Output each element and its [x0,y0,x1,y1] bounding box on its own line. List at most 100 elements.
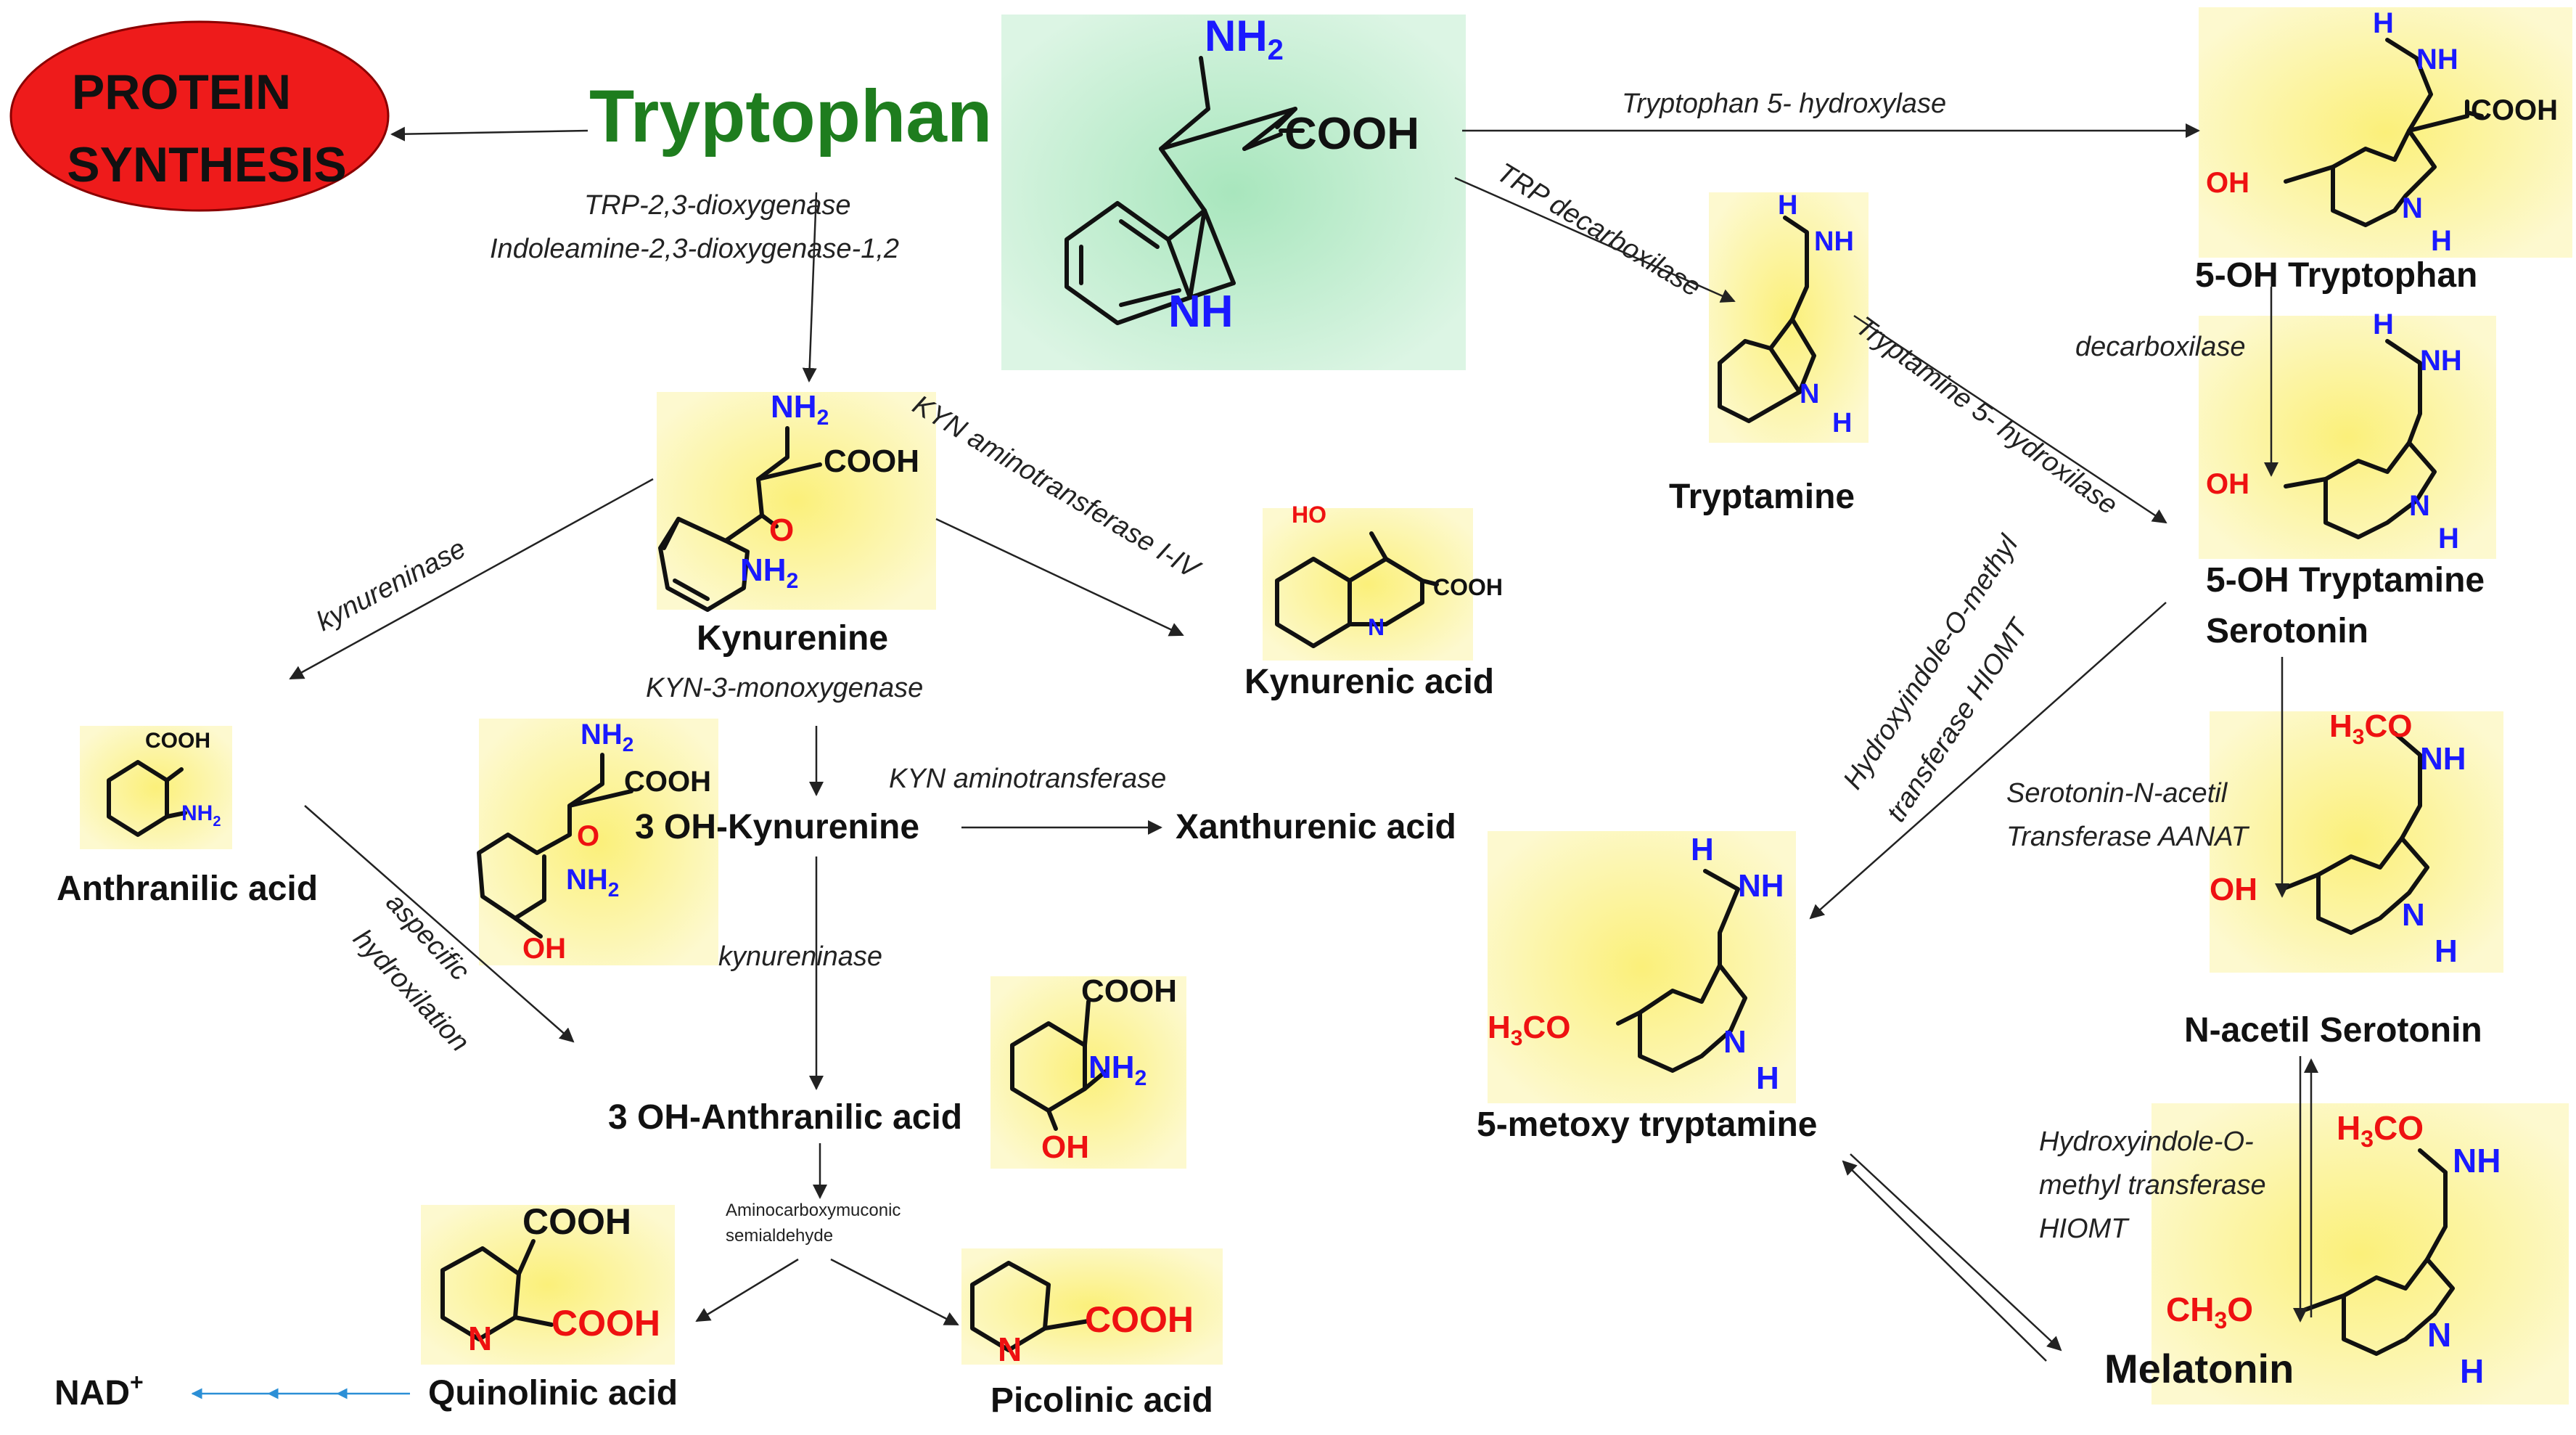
enzyme-kynureninase-mid: kynureninase [718,941,882,972]
label-kynurenine: Kynurenine [697,619,888,658]
label-n-acetil-serotonin: N-acetil Serotonin [2184,1011,2482,1050]
kynurenine-structure: NH2 COOH O NH2 [658,389,919,612]
tryptophan-highlight [1001,15,1466,370]
arrow-anthranilic-to-oh-anthranilic [304,805,575,1043]
pathway-arrows [191,123,2318,1399]
oht-h1: H [2373,308,2394,340]
kyn-nh2b: NH2 [740,552,798,593]
mt-n: N [1723,1024,1747,1060]
trp-nh: NH [1168,287,1234,337]
pa-cooh: COOH [1085,1299,1194,1340]
oh-tryptamine-structure: H NH OH N H [2206,308,2462,555]
nas-oh: OH [2210,872,2257,907]
anthranilic-acid-highlight [80,726,232,849]
mt-nh: NH [1738,868,1784,904]
enzyme-aanat-b: Transferase AANAT [2006,822,2250,852]
protein-synthesis-line2: SYNTHESIS [67,137,346,192]
oh-tryptamine-highlight [2199,316,2496,559]
label-oh-anthranilic-acid: 3 OH-Anthranilic acid [608,1098,962,1137]
melatonin-highlight [2152,1103,2569,1405]
arrow-trp-to-tryptamine [1454,176,1736,303]
nas-n: N [2402,897,2425,933]
qa-cooh1: COOH [522,1201,631,1242]
ohtrp-nh: NH [2416,44,2458,75]
enzyme-trp-dioxygenase: TRP-2,3-dioxygenase [584,190,851,221]
ohtrp-oh: OH [2206,167,2249,199]
ohk-oh: OH [522,933,566,965]
arrow-to-quinolinic [695,1258,799,1322]
oht-nh: NH [2420,345,2462,377]
anth-cooh: COOH [145,729,210,753]
tryptophan-structure: NH2 COOH NH [1065,12,1419,337]
ohk-nh2b: NH2 [566,864,619,901]
ohk-cooh: COOH [624,766,711,798]
quinolinic-structure: COOH COOH N [440,1201,660,1357]
label-oh-kynurenine: 3 OH-Kynurenine [635,808,919,846]
label-kynurenic-acid: Kynurenic acid [1244,663,1494,701]
metoxy-tryptamine-structure: H NH H3CO N H [1488,832,1784,1096]
melatonin-structure: H3CO NH CH3O N H [2166,1109,2501,1390]
label-quinolinic-acid: Quinolinic acid [428,1374,678,1412]
trp-cooh: COOH [1284,109,1419,159]
anthranilic-acid-structure: COOH NH2 [107,729,221,837]
arrow-tryptamine-to-oh-tryptamine [1853,314,2167,524]
oh-tryptophan-highlight [2199,7,2572,258]
mel-nh: NH [2453,1142,2501,1180]
mel-ch3o: CH3O [2166,1291,2253,1333]
protein-synthesis-line1: PROTEIN [72,65,291,120]
mel-h3co: H3CO [2337,1109,2424,1152]
n-acetil-serotonin-structure: H3CO NH OH N H [2210,708,2466,969]
label-anthranilic-acid: Anthranilic acid [57,870,318,908]
label-oh-tryptamine: 5-OH Tryptamine [2206,561,2485,600]
oha-oh: OH [1041,1129,1089,1165]
enzyme-kynureninase-left: kynureninase [312,533,471,637]
oht-oh: OH [2206,468,2249,500]
ohtrp-n: N [2402,192,2423,224]
tryptamine-highlight [1709,192,1869,443]
enzyme-kyn-aminotransferase-i-iv: KYN aminotransferase I-IV [907,390,1206,586]
label-melatonin: Melatonin [2104,1346,2294,1391]
kyna-n: N [1368,614,1385,640]
enzyme-kyn-aminotransferase: KYN aminotransferase [889,764,1166,794]
label-xanthurenic-acid: Xanthurenic acid [1176,808,1456,846]
nas-nh: NH [2420,741,2466,777]
oha-nh2: NH2 [1088,1050,1147,1090]
enzyme-decarboxilase: decarboxilase [2075,332,2245,362]
qa-cooh2: COOH [551,1303,660,1344]
enzyme-semialdehyde: semialdehyde [726,1226,833,1246]
picolinic-structure: COOH N [970,1261,1194,1368]
arrow-metoxy-to-melatonin [1850,1153,2062,1352]
enzyme-aanat-a: Serotonin-N-acetil [2006,778,2228,809]
enzyme-hiomt2-b: methyl transferase [2039,1170,2266,1201]
label-tryptamine: Tryptamine [1669,478,1855,516]
nas-h3co: H3CO [2329,708,2412,749]
mt-h3co: H3CO [1488,1010,1570,1050]
kynurenine-highlight [657,392,936,610]
arrow-trp-to-kynurenine [802,192,818,383]
arrow-to-protein-synthesis [390,126,588,142]
label-metoxy-tryptamine: 5-metoxy tryptamine [1477,1105,1817,1144]
mt-h1: H [1691,832,1714,867]
oh-anthranilic-structure: COOH NH2 OH [1010,973,1177,1165]
enzyme-ido: Indoleamine-2,3-dioxygenase-1,2 [490,234,899,264]
quinolinic-highlight [421,1205,675,1365]
tpa-n: N [1800,379,1819,409]
label-picolinic-acid: Picolinic acid [990,1381,1213,1420]
label-nad: NAD+ [54,1369,144,1412]
qa-n: N [468,1320,492,1357]
oht-n: N [2409,490,2430,522]
enzyme-hiomt2-a: Hydroxyindole-O- [2039,1127,2254,1157]
arrow-serotonin-to-metoxy [1809,602,2167,920]
oht-h2: H [2438,523,2459,555]
enzyme-kyn-monooxygenase: KYN-3-monoxygenase [646,673,923,703]
tpa-h1: H [1778,190,1797,221]
ohk-o: O [577,820,599,852]
oh-kynurenine-structure: NH2 COOH O NH2 OH [477,719,711,965]
arrow-to-picolinic [830,1258,959,1326]
enzyme-aminocarboxymuconic: Aminocarboxymuconic [726,1201,901,1220]
kyn-nh2: NH2 [771,389,829,430]
enzyme-trp-decarboxilase: TRP decarboxilase [1491,158,1706,303]
arrow-kyn-to-anthranilic [289,478,654,680]
tpa-nh: NH [1814,226,1854,257]
ohk-nh2: NH2 [581,719,633,756]
